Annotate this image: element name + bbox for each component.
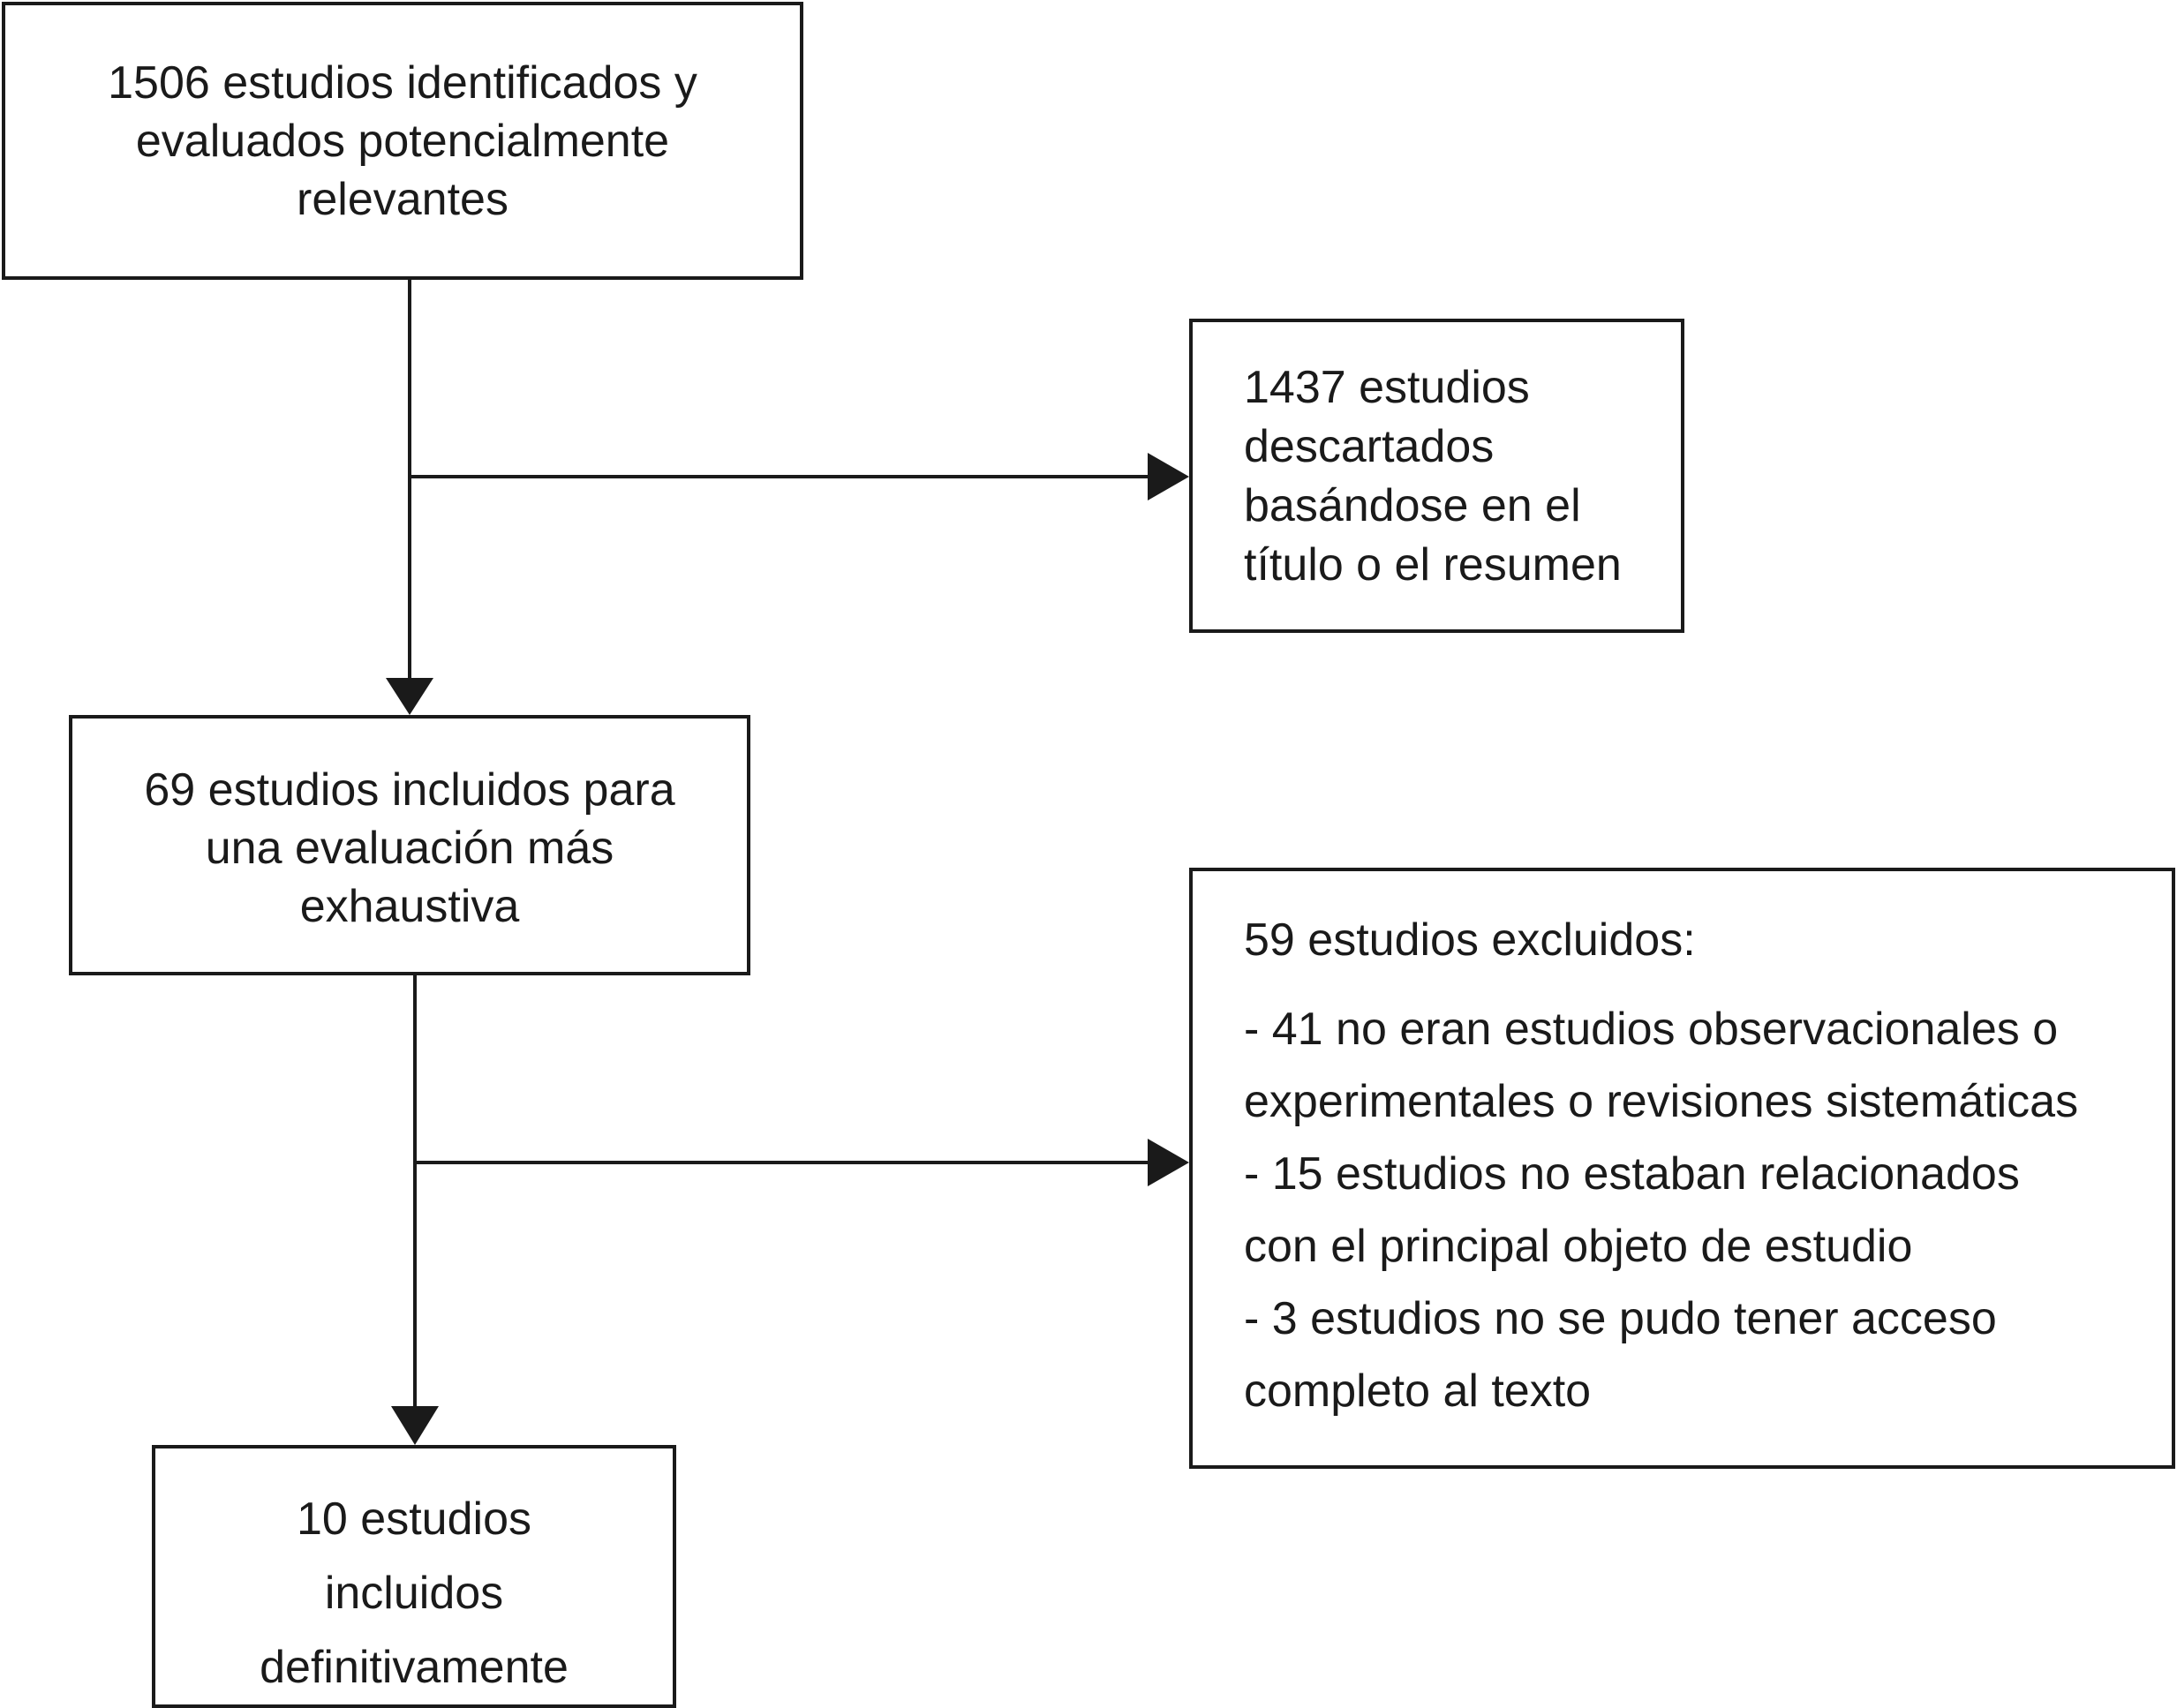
- box-text-line: descartados: [1244, 421, 1495, 472]
- arrowhead-to-excluded: [1148, 1139, 1189, 1186]
- arrowhead-to-final: [391, 1406, 439, 1445]
- exclusion-reason: - 3 estudios no se pudo tener acceso com…: [1244, 1283, 2172, 1427]
- box-text-line: relevantes: [297, 174, 508, 225]
- box-text-line: 69 estudios incluidos para: [144, 764, 675, 816]
- box-text-line: - 41 no eran estudios observacionales o: [1244, 1004, 2059, 1055]
- box-text-line: - 3 estudios no se pudo tener acceso: [1244, 1293, 1997, 1344]
- box-text-line: título o el resumen: [1244, 539, 1622, 591]
- box-text-line: exhaustiva: [299, 881, 520, 932]
- box-studies-discarded: 1437 estudios descartados basándose en e…: [1189, 319, 1684, 633]
- box-text-line: incluidos: [324, 1568, 504, 1619]
- box-text-line: una evaluación más: [205, 823, 614, 874]
- exclusion-reason: - 15 estudios no estaban relacionados co…: [1244, 1138, 2172, 1283]
- arrowhead-to-included: [386, 678, 433, 715]
- exclusion-reason: - 41 no eran estudios observacionales o …: [1244, 993, 2172, 1138]
- box-studies-identified: 1506 estudios identificados y evaluados …: [2, 2, 803, 280]
- box-studies-included: 69 estudios incluidos para una evaluació…: [69, 715, 750, 975]
- box-text-line: 1506 estudios identificados y: [108, 57, 697, 109]
- box-studies-final: 10 estudios incluidos definitivamente: [152, 1445, 676, 1708]
- box-text-line: evaluados potencialmente: [135, 116, 670, 167]
- excluded-heading: 59 estudios excluidos:: [1244, 914, 1696, 966]
- box-text-line: completo al texto: [1244, 1366, 1592, 1417]
- box-studies-excluded: 59 estudios excluidos: - 41 no eran estu…: [1189, 868, 2175, 1469]
- box-text-line: basándose en el: [1244, 480, 1581, 531]
- arrowhead-to-discarded: [1148, 453, 1189, 500]
- box-text-line: experimentales o revisiones sistemáticas: [1244, 1076, 2079, 1127]
- box-text-line: - 15 estudios no estaban relacionados: [1244, 1148, 2020, 1200]
- box-text-line: definitivamente: [260, 1642, 569, 1693]
- box-text-line: 10 estudios: [297, 1494, 531, 1545]
- box-text-line: con el principal objeto de estudio: [1244, 1221, 1913, 1272]
- box-text-line: 1437 estudios: [1244, 362, 1530, 413]
